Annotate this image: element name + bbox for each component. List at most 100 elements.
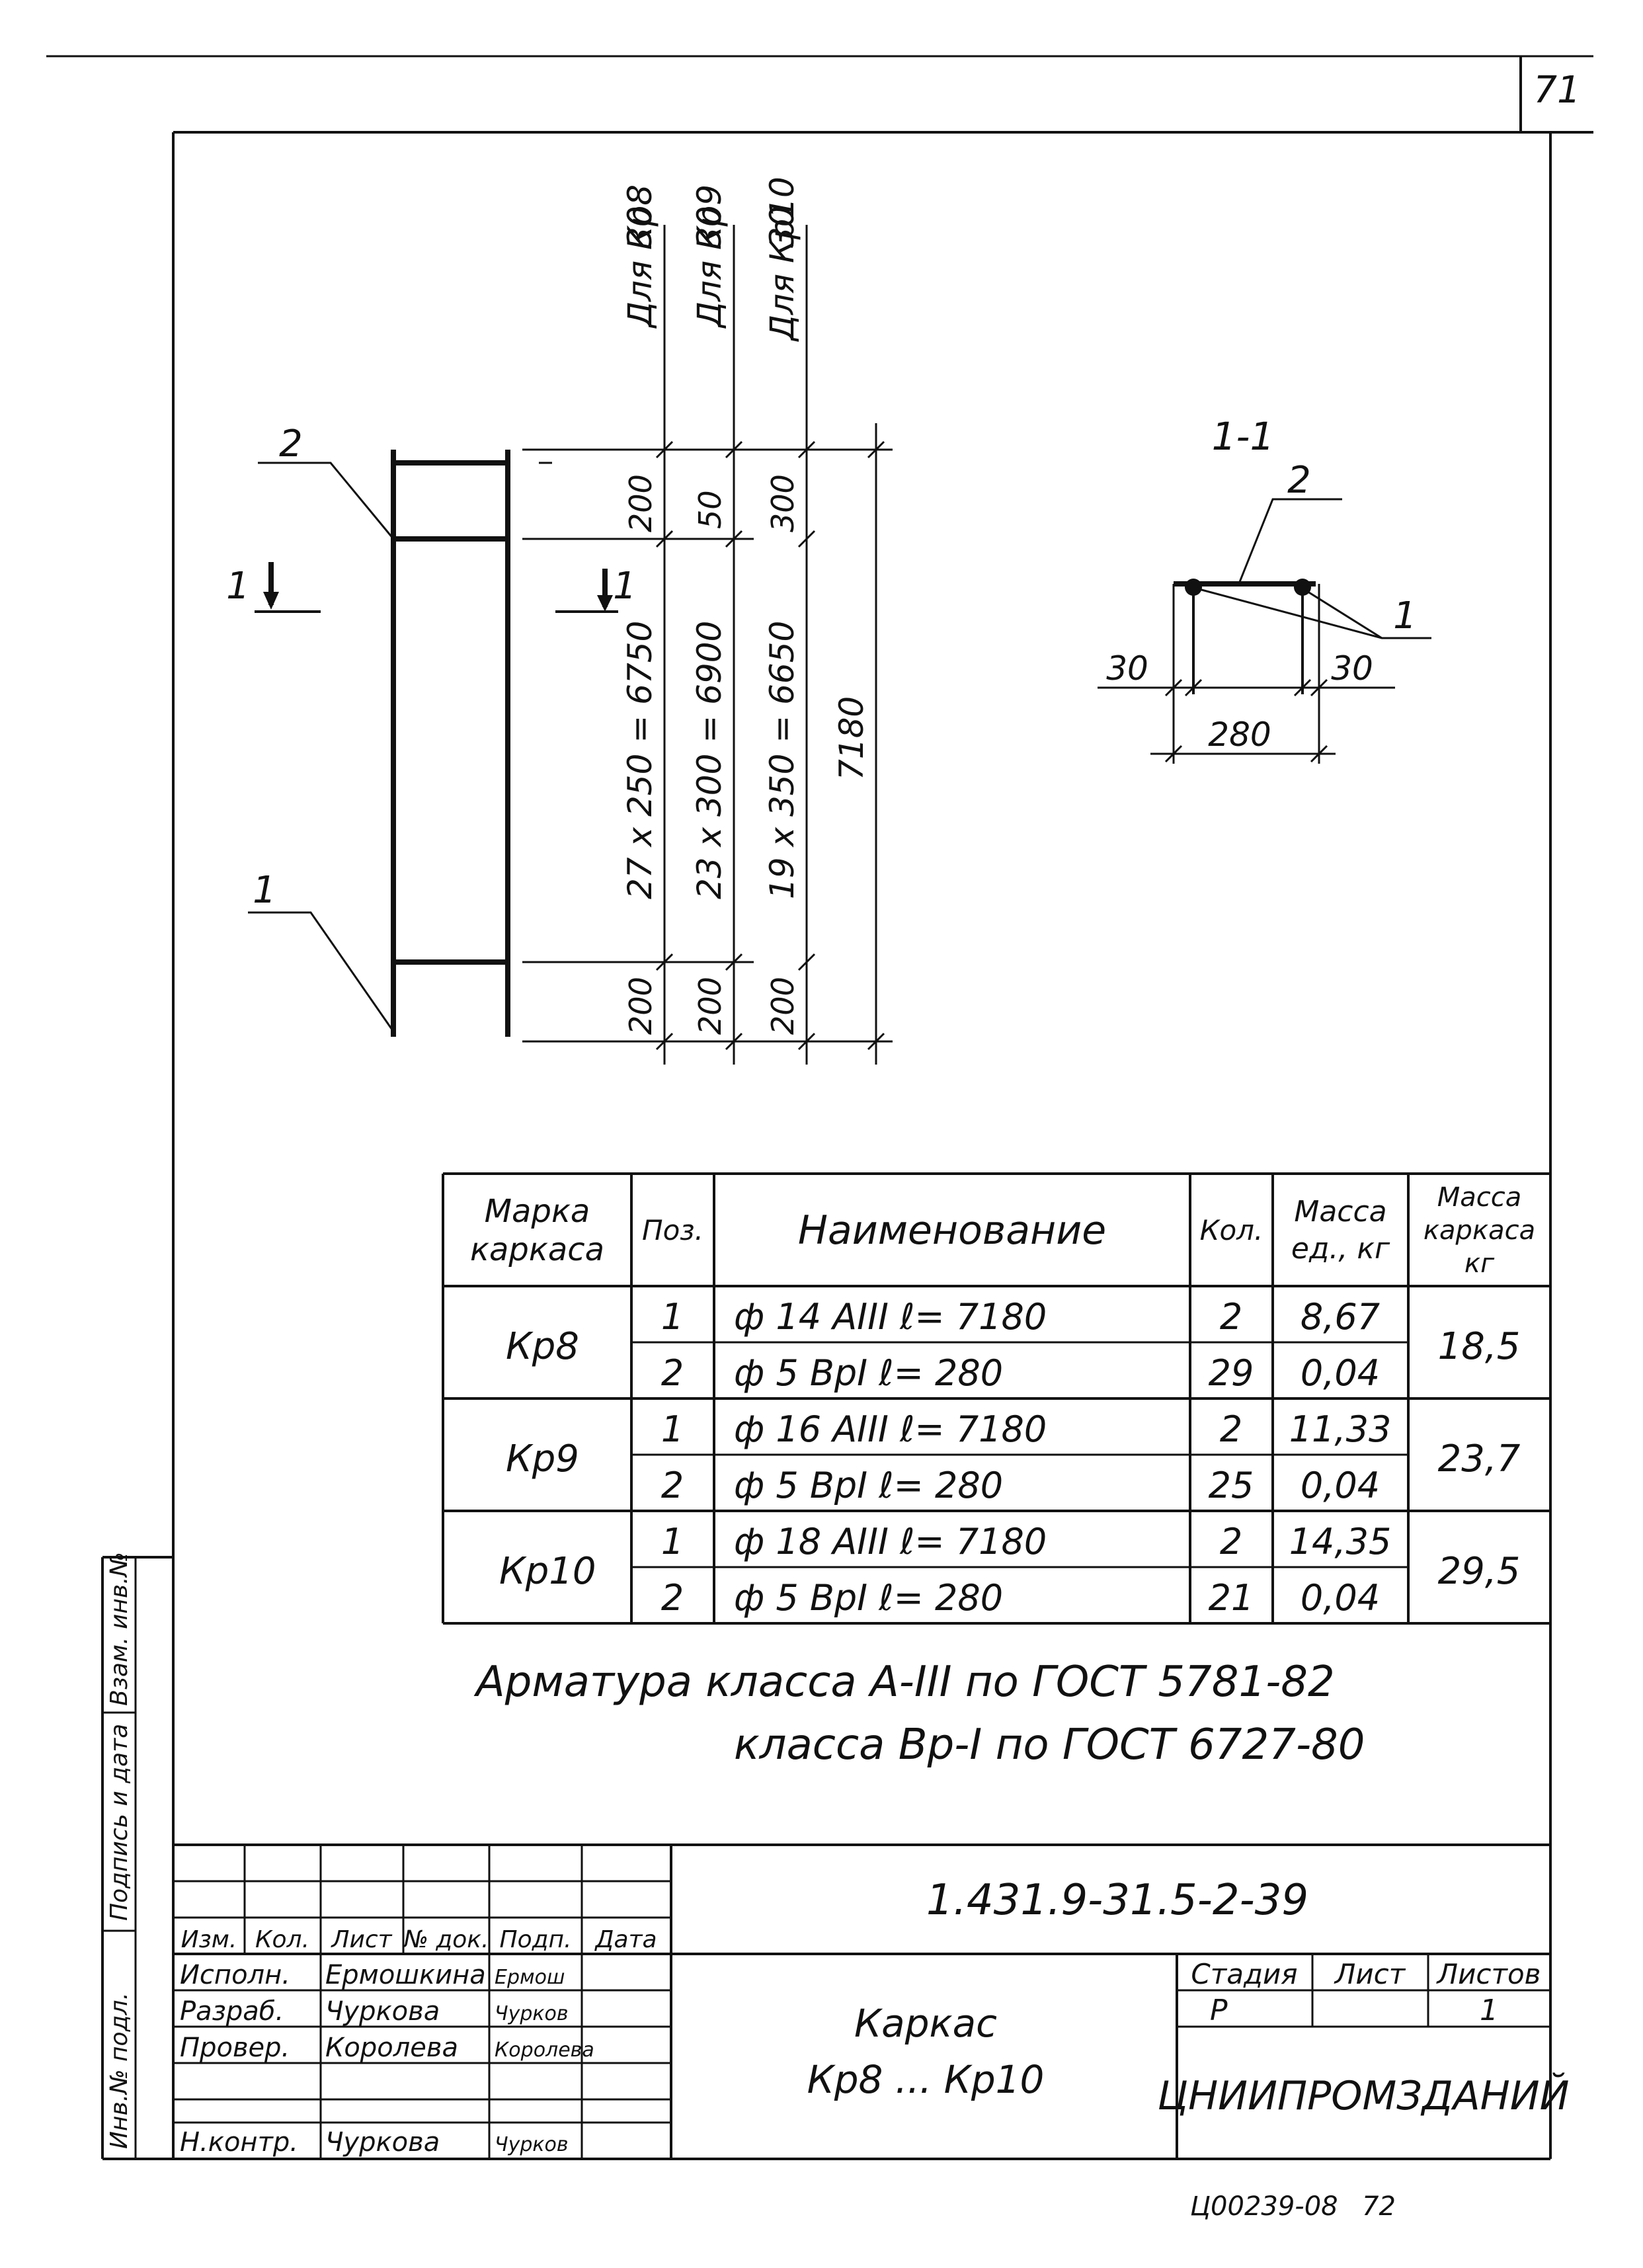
role-cell: Провер. [180, 2033, 290, 2063]
dim-right: 30 [1331, 649, 1373, 688]
dim-column-kr10-top: 30 Для Кр10 [763, 177, 801, 342]
dimension-ticks [655, 440, 885, 1051]
mark-cell: Кр10 [499, 1550, 596, 1593]
unit-mass-cell: 0,04 [1301, 1352, 1380, 1394]
leader-pos1 [248, 911, 395, 1032]
pos-cell: 2 [661, 1352, 684, 1394]
dim-top-30: 30 [621, 206, 659, 248]
dim-width: 280 [1208, 715, 1271, 754]
scan-mark: Ц00239-08 [1190, 2191, 1338, 2222]
signature: Королева [495, 2039, 594, 2062]
unit-mass-cell: 14,35 [1289, 1521, 1392, 1562]
col-header: Изм. [181, 1926, 237, 1953]
dim-top-30: 30 [690, 206, 729, 248]
dim-end-top: 300 [765, 474, 801, 532]
header-mark: Марка каркаса [470, 1193, 604, 1268]
qty-cell: 29 [1209, 1352, 1254, 1394]
person-name-cell: Чуркова [325, 2127, 440, 2158]
frame-mass-cell: 23,7 [1438, 1438, 1521, 1480]
section-arrow-left-head [263, 592, 279, 610]
signature: Чурков [495, 2002, 569, 2025]
unit-mass-cell: 11,33 [1289, 1408, 1392, 1450]
dim-column-kr9-top: 30 Для Кр9 [690, 184, 729, 329]
dim-overall: 7180 [832, 696, 871, 780]
name-cell: ф 5 BpI ℓ= 280 [734, 1465, 1003, 1506]
name-cell: ф 16 AIII ℓ= 7180 [734, 1408, 1047, 1450]
col-header: № док. [403, 1926, 489, 1953]
dim-top-30: 30 [763, 206, 801, 248]
frame-mass-cell: 29,5 [1438, 1550, 1521, 1593]
dim-end-top: 200 [623, 474, 659, 532]
header-name: Наименование [798, 1207, 1106, 1254]
section-arrow-right-head [597, 595, 613, 612]
table-header: Марка каркаса Поз. Наименование Кол. Мас… [470, 1182, 1535, 1279]
qty-cell: 2 [1220, 1296, 1242, 1338]
dim-end-bottom: 200 [692, 977, 728, 1035]
drawing-title: Каркас [854, 2001, 997, 2046]
spec-table: Марка каркаса Поз. Наименование Кол. Мас… [442, 1172, 1550, 1625]
dim-middle: 23 x 300 = 6900 [690, 621, 729, 899]
stage-value: Р [1210, 1994, 1228, 2027]
pos-cell: 2 [661, 1465, 684, 1506]
pos-cell: 2 [661, 1577, 684, 1619]
person-name-cell: Ермошкина [325, 1960, 486, 1990]
section-title: 1-1 [1212, 414, 1275, 459]
header-qty: Кол. [1200, 1214, 1263, 1246]
leader-pos2 [1238, 498, 1342, 583]
person-name-cell: Королева [325, 2033, 458, 2063]
sheets-value: 1 [1480, 1994, 1498, 2027]
side-stamp-field: Инв.№ подл. [106, 1992, 133, 2149]
side-stamp: Инв.№ подл. Подпись и дата Взам. инв.№ [101, 1552, 173, 2160]
person-name-cell: Чуркова [325, 1996, 440, 2027]
side-stamp-field: Подпись и дата [106, 1724, 133, 1921]
col-header: Кол. [255, 1926, 309, 1953]
sheet-label: Лист [1334, 1958, 1406, 1990]
stage-label: Стадия [1191, 1958, 1297, 1990]
qty-cell: 2 [1220, 1521, 1242, 1562]
name-cell: ф 14 AIII ℓ= 7180 [734, 1296, 1047, 1338]
dim-top-note: Для Кр10 [763, 177, 801, 342]
dim-middle: 27 x 250 = 6750 [621, 621, 659, 899]
unit-mass-cell: 8,67 [1301, 1296, 1380, 1338]
pos1-label: 1 [253, 869, 276, 912]
qty-cell: 21 [1209, 1577, 1254, 1619]
side-stamp-field: Взам. инв.№ [106, 1552, 133, 1706]
note-line-2: класса Bp-I по ГОСТ 6727-80 [734, 1721, 1365, 1769]
signature: Ермош [495, 1966, 565, 1989]
dim-end-bottom: 200 [623, 977, 659, 1035]
unit-mass-cell: 0,04 [1301, 1465, 1380, 1506]
pos-cell: 1 [661, 1521, 684, 1562]
dim-top-note: Для Кр9 [690, 184, 729, 329]
col-header: Лист [330, 1926, 392, 1953]
dim-end-bottom: 200 [765, 977, 801, 1035]
dim-middle: 19 x 350 = 6650 [763, 621, 801, 899]
dim-top-note: Для Кр8 [621, 184, 659, 329]
section-mark-right-label: 1 [613, 565, 637, 608]
drawing-subtitle: Кр8 ... Кр10 [807, 2057, 1045, 2102]
title-block: Изм. Кол. Лист № док. Подп. Дата Исполн.… [173, 1843, 1570, 2159]
role-cell: Разраб. [180, 1996, 284, 2027]
leader-pos2 [258, 462, 395, 540]
section-1-1: 1-1 2 1 30 30 280 [1098, 414, 1431, 764]
pos-cell: 1 [661, 1296, 684, 1338]
mark-cell: Кр9 [506, 1438, 579, 1480]
frame-mass-cell: 18,5 [1438, 1325, 1521, 1368]
qty-cell: 2 [1220, 1408, 1242, 1450]
pos1-label: 1 [1393, 594, 1417, 637]
section-mark-left-label: 1 [226, 565, 250, 608]
header-unit-mass: Масса ед., кг [1291, 1195, 1390, 1266]
role-cell: Исполн. [180, 1960, 290, 1990]
note-line-1: Арматура класса A-III по ГОСТ 5781-82 [473, 1658, 1335, 1707]
name-cell: ф 18 AIII ℓ= 7180 [734, 1521, 1047, 1562]
unit-mass-cell: 0,04 [1301, 1577, 1380, 1619]
document-code: 1.431.9-31.5-2-39 [926, 1876, 1308, 1925]
scan-mark: 72 [1362, 2191, 1396, 2222]
header-frame-mass: Масса каркаса кг [1423, 1182, 1535, 1279]
name-cell: ф 5 BpI ℓ= 280 [734, 1577, 1003, 1619]
sheet-number: 71 [1533, 69, 1580, 112]
pos2-label: 2 [279, 423, 303, 466]
col-header: Дата [594, 1926, 657, 1953]
signature: Чурков [495, 2133, 569, 2156]
